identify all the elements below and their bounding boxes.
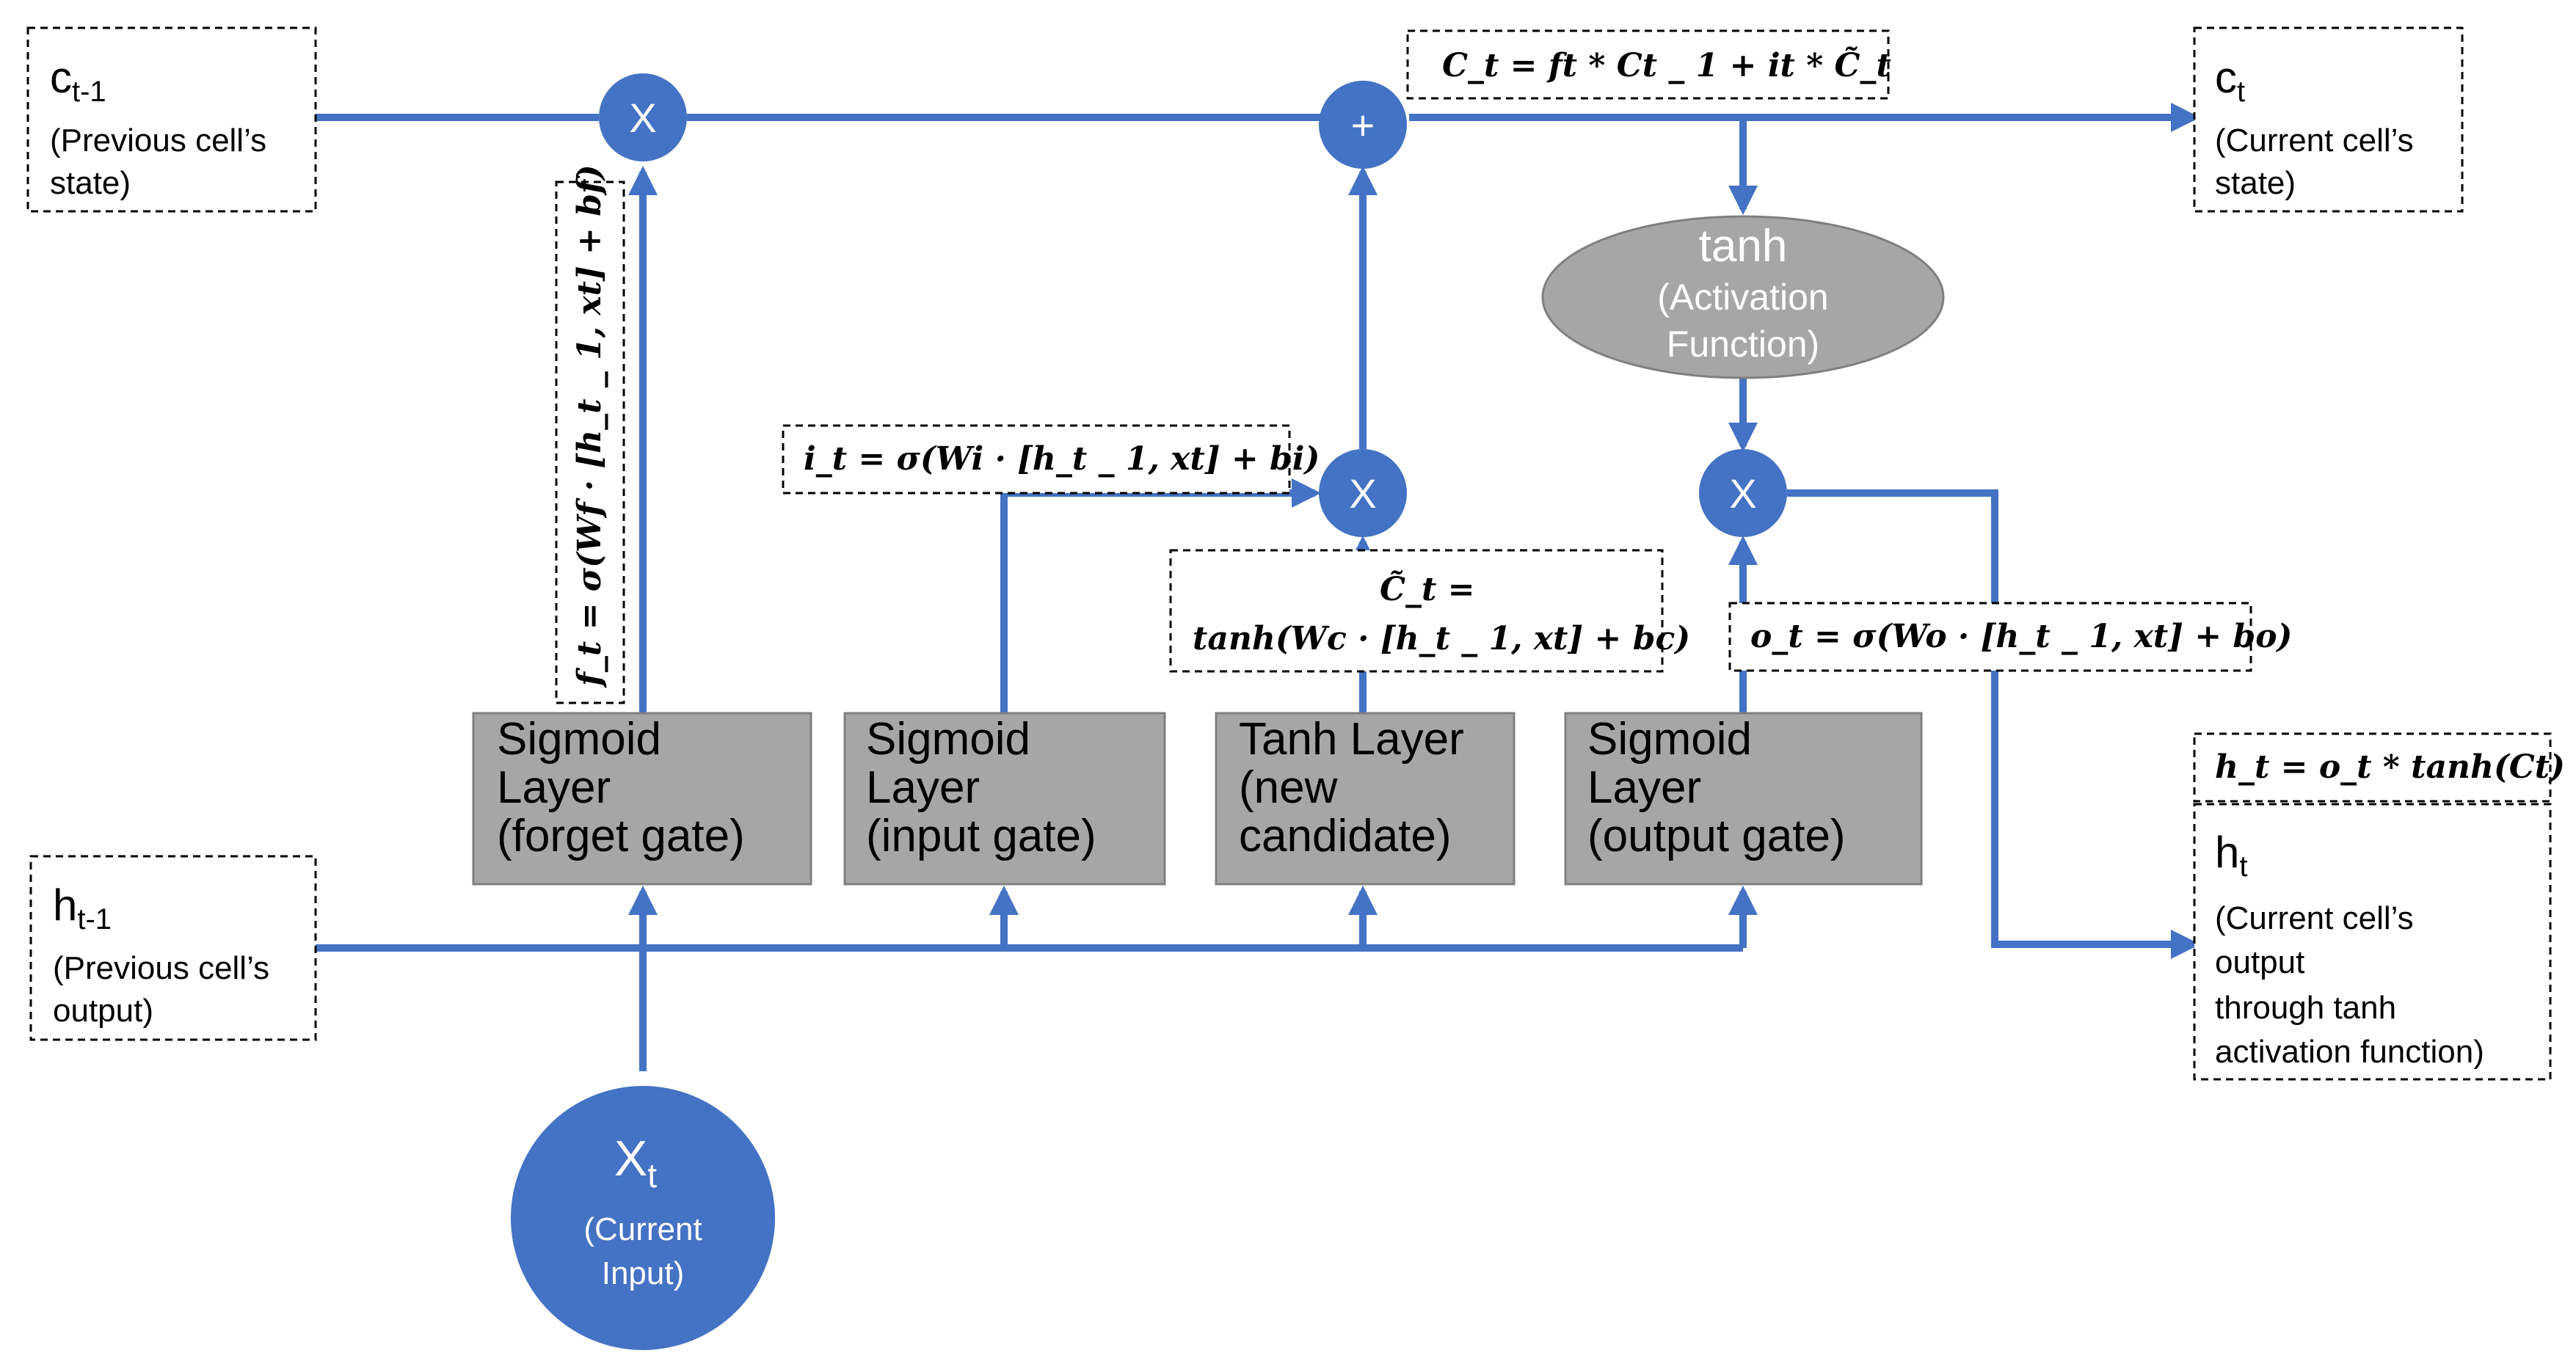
forget-gate-line2: Layer xyxy=(497,762,611,813)
c-curr-line2: state) xyxy=(2215,165,2296,201)
mul-to-ht xyxy=(1787,489,2200,959)
svg-text:Xt: Xt xyxy=(614,1131,657,1195)
c-curr-line1: (Current cell’s xyxy=(2215,123,2414,158)
h-prev-box: ht-1 (Previous cell’s output) xyxy=(29,855,317,1041)
forget-gate-line3: (forget gate) xyxy=(497,811,745,861)
output-gate-line1: Sigmoid xyxy=(1587,714,1752,765)
c-curr-subscript: t xyxy=(2237,76,2245,108)
input-xt-node: Xt (Current Input) xyxy=(511,1086,775,1350)
output-gate: Sigmoid Layer (output gate) xyxy=(1564,712,1923,886)
hidden-equation-text: h_t = o_t * tanh(Ct) xyxy=(2215,748,2565,786)
input-equation: i_t = σ(Wi · [h_t _ 1, xt] + bi) xyxy=(782,424,1320,495)
c-prev-symbol: c xyxy=(50,53,72,102)
input-multiply-symbol: X xyxy=(1349,470,1376,517)
input-gate-line2: Layer xyxy=(866,762,980,813)
tanh-line1: (Activation xyxy=(1657,277,1828,318)
svg-text:ct-1: ct-1 xyxy=(50,53,106,108)
h-curr-line1: (Current cell’s xyxy=(2215,900,2414,936)
cell-equation-text: C_t = ft * Ct _ 1 + it * C̃_t xyxy=(1442,45,1891,84)
forget-multiply-node: X xyxy=(599,73,687,161)
input-gate: Sigmoid Layer (input gate) xyxy=(843,712,1166,886)
cell-add-node: + xyxy=(1319,81,1407,169)
forget-equation-text: f_t = σ(Wf · [h_t _ 1, xt] + bf) xyxy=(571,164,608,688)
input-symbol: X xyxy=(614,1131,647,1186)
h-curr-symbol: h xyxy=(2215,828,2239,877)
svg-text:ht-1: ht-1 xyxy=(53,880,112,936)
h-curr-line2: output xyxy=(2215,944,2304,980)
output-gate-line3: (output gate) xyxy=(1587,811,1846,861)
svg-text:ct: ct xyxy=(2215,53,2245,108)
output-equation-text: o_t = σ(Wo · [h_t _ 1, xt] + bo) xyxy=(1750,618,2292,655)
tanh-title: tanh xyxy=(1699,221,1788,271)
candidate-equation-line1: C̃_t = xyxy=(1380,569,1475,608)
h-curr-line3: through tanh xyxy=(2215,990,2396,1026)
cell-add-symbol: + xyxy=(1351,102,1375,148)
c-prev-subscript: t-1 xyxy=(72,76,106,108)
h-prev-line2: output) xyxy=(53,993,153,1029)
candidate-gate-line3: candidate) xyxy=(1239,811,1452,861)
h-curr-box: ht (Current cell’s output through tanh a… xyxy=(2193,803,2552,1081)
c-prev-box: ct-1 (Previous cell’s state) xyxy=(26,26,317,213)
forget-gate-line1: Sigmoid xyxy=(497,714,661,765)
input-gate-line1: Sigmoid xyxy=(866,714,1030,765)
output-multiply-node: X xyxy=(1699,449,1787,537)
input-gate-line3: (input gate) xyxy=(866,811,1096,861)
h-prev-subscript: t-1 xyxy=(77,903,112,936)
candidate-equation-line2: tanh(Wc · [h_t _ 1, xt] + bc) xyxy=(1193,620,1690,657)
input-line1: (Current xyxy=(583,1211,702,1247)
candidate-gate-line1: Tanh Layer xyxy=(1239,714,1464,765)
h-prev-line1: (Previous cell’s xyxy=(53,950,269,986)
forget-equation: f_t = σ(Wf · [h_t _ 1, xt] + bf) xyxy=(555,164,625,704)
output-gate-line2: Layer xyxy=(1587,762,1701,813)
candidate-equation: C̃_t = tanh(Wc · [h_t _ 1, xt] + bc) xyxy=(1169,549,1690,673)
input-line2: Input) xyxy=(602,1255,685,1291)
cell-equation: C_t = ft * Ct _ 1 + it * C̃_t xyxy=(1406,29,1891,100)
svg-text:ht: ht xyxy=(2215,828,2248,883)
candidate-gate: Tanh Layer (new candidate) xyxy=(1215,712,1516,886)
c-prev-line1: (Previous cell’s xyxy=(50,123,266,158)
c-curr-box: ct (Current cell’s state) xyxy=(2193,26,2464,213)
output-equation: o_t = σ(Wo · [h_t _ 1, xt] + bo) xyxy=(1728,602,2292,672)
forget-multiply-symbol: X xyxy=(629,95,656,141)
c-curr-symbol: c xyxy=(2215,53,2237,102)
input-equation-text: i_t = σ(Wi · [h_t _ 1, xt] + bi) xyxy=(804,440,1320,478)
hidden-equation: h_t = o_t * tanh(Ct) xyxy=(2193,732,2565,803)
h-curr-line4: activation function) xyxy=(2215,1034,2484,1070)
input-subscript: t xyxy=(647,1156,657,1195)
h-curr-subscript: t xyxy=(2239,850,2247,883)
candidate-gate-line2: (new xyxy=(1239,762,1338,813)
h-prev-symbol: h xyxy=(53,880,77,930)
tanh-line2: Function) xyxy=(1667,324,1819,365)
tanh-activation: tanh (Activation Function) xyxy=(1541,215,1945,379)
forget-gate: Sigmoid Layer (forget gate) xyxy=(472,712,812,886)
c-prev-line2: state) xyxy=(50,165,131,201)
input-multiply-node: X xyxy=(1319,449,1407,537)
output-multiply-symbol: X xyxy=(1729,470,1756,517)
